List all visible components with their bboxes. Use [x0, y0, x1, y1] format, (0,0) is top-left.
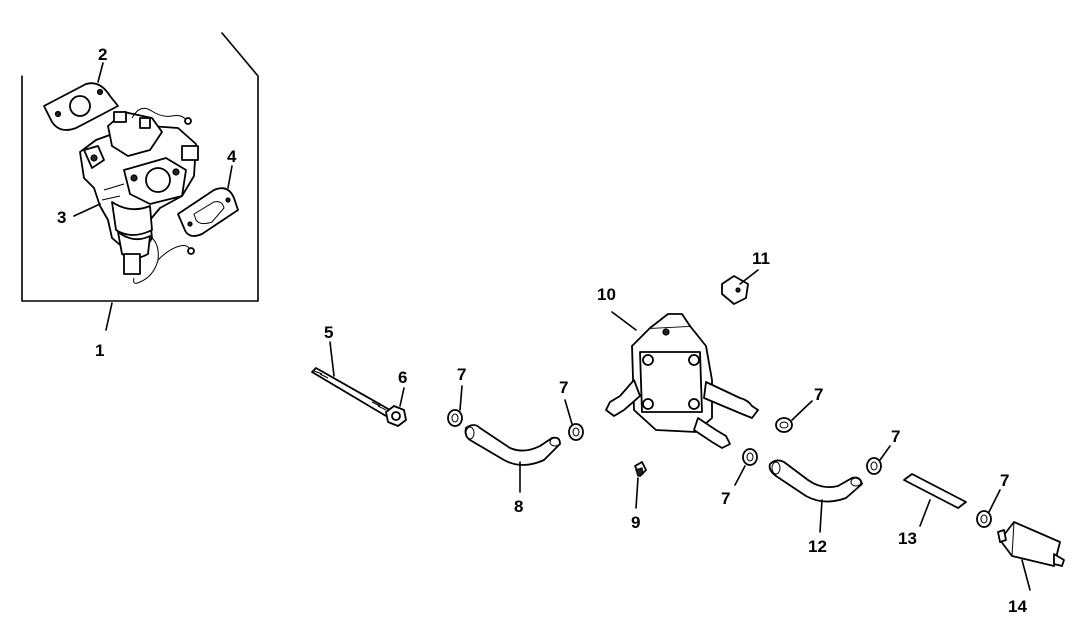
callout-13: 13: [898, 529, 917, 548]
bolt: [311, 341, 391, 417]
callout-7-c: 7: [814, 385, 823, 404]
callout-6: 6: [398, 368, 407, 387]
gasket-lower: [177, 165, 239, 237]
fuel-pump: [605, 311, 759, 449]
hose-clamp-3: [775, 400, 813, 433]
carburetor-assembly-frame: [21, 32, 259, 331]
callout-7-d: 7: [721, 489, 730, 508]
callout-12: 12: [808, 537, 827, 556]
callout-7-b: 7: [559, 378, 568, 397]
clip: [721, 269, 759, 305]
fuel-hose-1: [464, 424, 561, 493]
nut: [385, 387, 407, 427]
callout-3: 3: [57, 208, 66, 227]
hose-clamp-2: [564, 399, 584, 441]
hose-clamp-5: [866, 445, 891, 475]
gasket-upper: [43, 62, 119, 131]
callout-11: 11: [752, 249, 770, 268]
carburetor: [73, 107, 199, 284]
callout-10: 10: [597, 285, 616, 304]
callout-14: 14: [1008, 597, 1027, 616]
callout-1: 1: [95, 341, 104, 360]
callout-7-f: 7: [1000, 471, 1009, 490]
callout-4: 4: [227, 147, 237, 166]
callout-7-e: 7: [891, 427, 900, 446]
callout-9: 9: [631, 513, 640, 532]
callout-8: 8: [514, 497, 523, 516]
filter-element: [903, 473, 967, 527]
hose-clamp-1: [447, 385, 463, 427]
fitting: [634, 461, 647, 509]
callout-2: 2: [98, 45, 107, 64]
callout-7-a: 7: [457, 365, 466, 384]
fuel-hose-2: [768, 459, 863, 533]
callout-5: 5: [324, 323, 333, 342]
hose-clamp-4: [734, 448, 758, 486]
fuel-filter: [997, 521, 1065, 591]
hose-clamp-6: [976, 489, 1001, 528]
